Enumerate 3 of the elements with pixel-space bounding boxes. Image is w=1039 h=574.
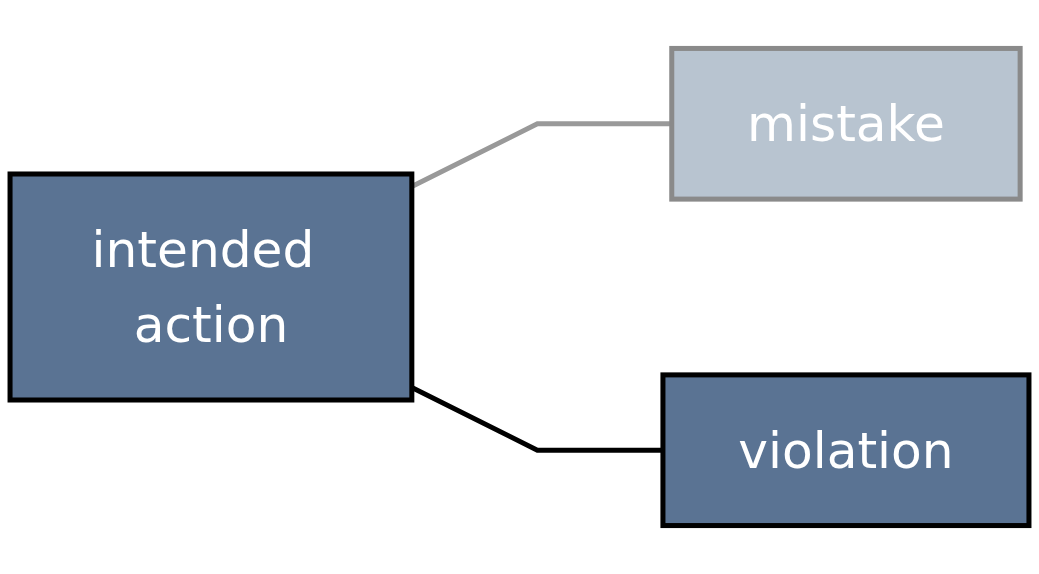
node-box: violation bbox=[660, 372, 1032, 529]
node-box: mistake bbox=[669, 45, 1023, 202]
node-box: intended action bbox=[7, 171, 415, 403]
